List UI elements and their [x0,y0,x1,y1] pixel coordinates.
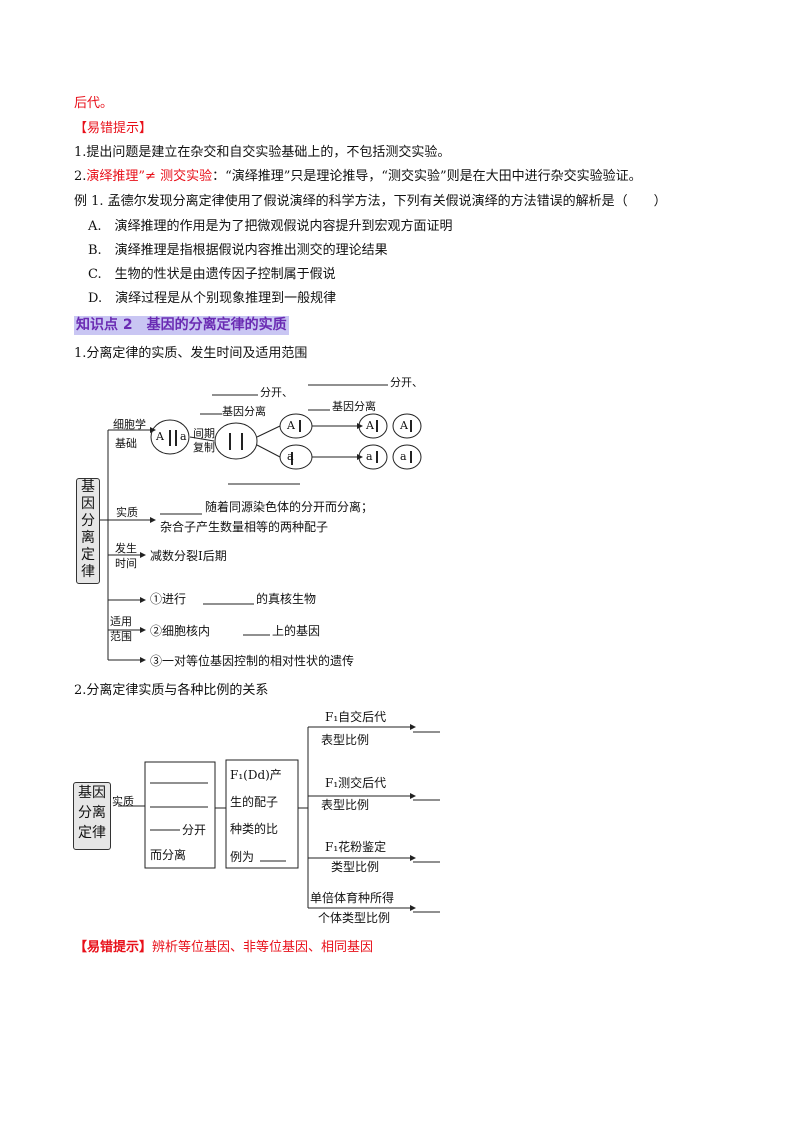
root-char: 定 [81,547,95,563]
gene-separation-label-2: 基因分离 [332,400,376,413]
section-heading: 知识点 2 基因的分离定律的实质 [74,316,289,335]
cell-basis-label-1: 细胞学 [113,418,146,431]
bottom-tip-label: 【易错提示】 [74,940,153,955]
interphase-label-2: 复制 [193,441,215,454]
text-line-offspring: 后代。 [74,96,114,111]
ratio-3-top: F₁花粉鉴定 [325,840,387,854]
box2-line-2: 生的配子 [230,795,279,809]
ratio-4-bottom: 个体类型比例 [318,911,391,925]
diagram-2-root-box: 基因 分离 定律 [73,782,111,850]
split-label-2: 分开、 [390,376,423,389]
bottom-tip-text: 辨析等位基因、非等位基因、相同基因 [152,940,374,955]
gene-separation-label-1: 基因分离 [222,405,266,418]
scope-item-1-post: 的真核生物 [256,592,317,606]
root-char: 分离 [78,805,106,821]
occur-value: 减数分裂Ⅰ后期 [150,549,227,563]
option-a: A. 演绎推理的作用是为了把微观假说内容提升到宏观方面证明 [88,219,453,234]
subheading-2: 2.分离定律实质与各种比例的关系 [74,683,269,698]
allele-label: a [180,430,187,443]
scope-item-2-pre: ②细胞核内 [150,624,211,638]
bottom-tip: 【易错提示】辨析等位基因、非等位基因、相同基因 [74,939,373,957]
example-question: 例 1. 孟德尔发现分离定律使用了假说演绎的科学方法，下列有关假说演绎的方法错误… [74,194,667,209]
root-char: 分 [81,513,95,529]
root-char: 基因 [78,785,106,801]
essence-label: 实质 [116,506,138,519]
scope-label-1: 适用 [110,615,132,628]
scope-label-2: 范围 [110,630,132,643]
scope-item-1-pre: ①进行 [150,592,187,606]
allele-label: A [156,430,164,443]
allele-label: A [400,419,408,432]
tip-label: 【易错提示】 [74,121,153,136]
allele-label: A [366,419,374,432]
essence-line-2: 杂合子产生数量相等的两种配子 [160,520,329,534]
allele-label: A [287,419,295,432]
tip-item-2-red: 演绎推理”≠ 测交实验 [86,169,213,184]
box1-split: 分开 [182,823,207,837]
ratio-2-top: F₁测交后代 [325,776,387,790]
ratio-2-bottom: 表型比例 [321,798,370,812]
tip-item-2-rest: ：“演绎推理”只是理论推导，“测交实验”则是在大田中进行杂交实验验证。 [212,169,642,184]
scope-item-3: ③一对等位基因控制的相对性状的遗传 [150,654,355,668]
box2-line-4: 例为 [230,850,255,864]
root-char: 因 [81,496,95,512]
subheading-1: 1.分离定律的实质、发生时间及适用范围 [74,346,308,361]
ratio-1-bottom: 表型比例 [321,733,370,747]
root-char: 离 [81,530,95,546]
ratio-4-top: 单倍体育种所得 [310,891,395,905]
allele-label: a [400,450,407,463]
interphase-label-1: 间期 [193,427,215,440]
allele-label: a [287,450,294,463]
box1-separate: 而分离 [150,848,187,862]
essence-label-2: 实质 [112,795,134,808]
option-b: B. 演绎推理是指根据假说内容推出测交的理论结果 [88,243,388,258]
box2-line-1: F₁(Dd)产 [230,768,282,782]
ratio-3-bottom: 类型比例 [331,860,380,874]
scope-item-2-post: 上的基因 [272,624,321,638]
occur-label-2: 时间 [115,557,137,570]
root-char: 定律 [78,825,106,841]
tip-item-2: 2.演绎推理”≠ 测交实验：“演绎推理”只是理论推导，“测交实验”则是在大田中进… [74,168,642,186]
root-char: 基 [81,479,95,495]
essence-line-1: 随着同源染色体的分开而分离； [205,500,374,514]
option-d: D. 演绎过程是从个别现象推理到一般规律 [88,291,337,306]
tip-item-2-num: 2. [74,169,87,184]
occur-label-1: 发生 [115,542,137,555]
tip-item-1: 1.提出问题是建立在杂交和自交实验基础上的，不包括测交实验。 [74,145,451,160]
option-c: C. 生物的性状是由遗传因子控制属于假说 [88,267,336,282]
ratio-1-top: F₁自交后代 [325,710,387,724]
root-char: 律 [81,564,95,580]
box2-line-3: 种类的比 [230,822,279,836]
allele-label: a [366,450,373,463]
split-label-1: 分开、 [260,386,293,399]
diagram-1-root-box: 基 因 分 离 定 律 [76,478,100,584]
cell-basis-label-2: 基础 [115,437,137,450]
